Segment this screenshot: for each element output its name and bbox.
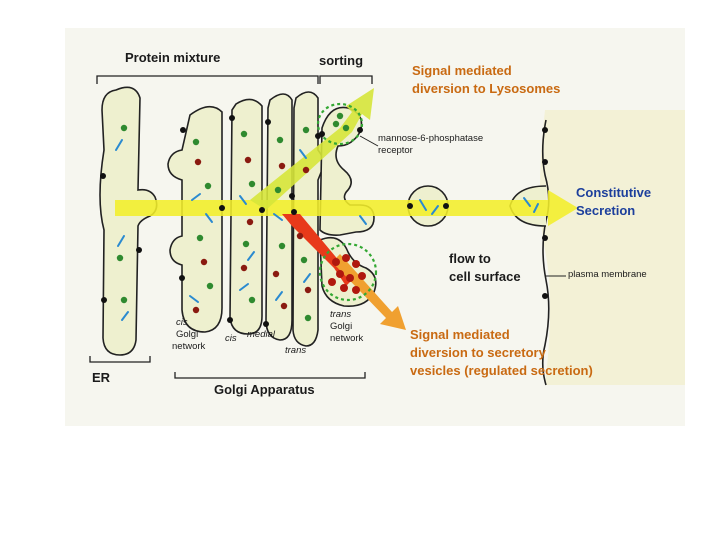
sorting-label: sorting <box>319 54 363 69</box>
cis-golgi-label-1: cis <box>176 318 188 329</box>
flow-label-1: flow to <box>449 252 491 267</box>
constitutive-label-1: Constitutive <box>576 186 651 201</box>
cell-exterior-region <box>540 110 685 385</box>
m6p-label-1: mannose-6-phosphatase <box>378 134 483 145</box>
lysosome-label-1: Signal mediated <box>412 64 512 79</box>
plasma-membrane-label: plasma membrane <box>568 270 647 281</box>
golgi-apparatus-label: Golgi Apparatus <box>214 383 315 398</box>
secretory-label-1: Signal mediated <box>410 328 510 343</box>
er-bracket <box>90 356 150 362</box>
cis-label: cis <box>225 334 237 345</box>
protein-mixture-bracket <box>97 76 318 84</box>
constitutive-label-2: Secretion <box>576 204 635 219</box>
er-label: ER <box>92 371 110 386</box>
cis-golgi-label-2: Golgi <box>176 330 198 341</box>
lysosome-label-2: diversion to Lysosomes <box>412 82 560 97</box>
sorting-bracket <box>320 76 372 84</box>
medial-label: medial <box>247 330 275 341</box>
m6p-leader-line <box>360 136 378 146</box>
flow-label-2: cell surface <box>449 270 521 285</box>
secretory-label-3: vesicles (regulated secretion) <box>410 364 593 379</box>
trans-label: trans <box>285 346 306 357</box>
tgn-label-3: network <box>330 334 363 345</box>
tgn-label-2: Golgi <box>330 322 352 333</box>
protein-mixture-label: Protein mixture <box>125 51 220 66</box>
er-shape <box>100 87 157 355</box>
cis-golgi-label-3: network <box>172 342 205 353</box>
m6p-label-2: receptor <box>378 146 413 157</box>
golgi-bracket <box>175 372 365 378</box>
secretory-label-2: diversion to secretory <box>410 346 546 361</box>
tgn-label-1: trans <box>330 310 351 321</box>
